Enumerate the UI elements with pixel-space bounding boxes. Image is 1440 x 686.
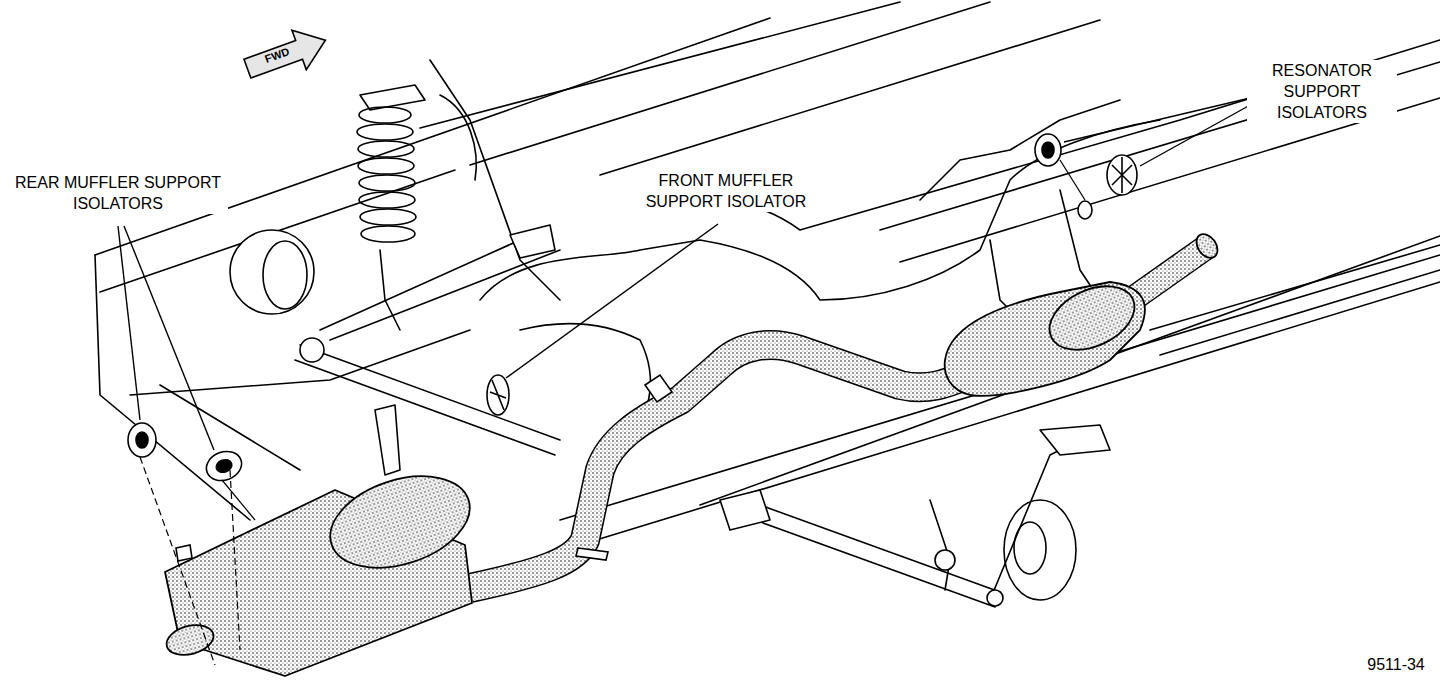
part-label: RESONATOR SUPPORT ISOLATORS <box>1247 60 1397 123</box>
forward-arrow <box>240 21 332 89</box>
part-label: REAR MUFFLER SUPPORT ISOLATORS <box>8 172 228 214</box>
part-label: FRONT MUFFLER SUPPORT ISOLATOR <box>621 170 831 212</box>
figure-number: 9511-34 <box>1356 654 1436 675</box>
